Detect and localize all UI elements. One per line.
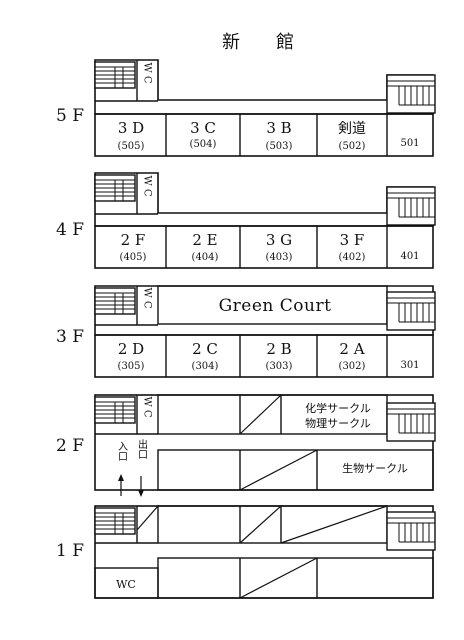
room-number: (403) [266,252,293,263]
exit-label: 出口 [136,438,147,459]
floor-label: 5 F [56,106,84,126]
room-name: 3 B [266,119,291,137]
floor-4f: 4 F W C 2 F (405) 2 E (404) 3 G (403) 3 … [56,172,436,269]
room-name: 3 C [190,119,216,137]
room-number: (503) [266,141,293,152]
floor-1f: 1 F WC [56,505,436,599]
room-number: (504) [190,139,217,150]
room-row [94,334,434,378]
room-row [94,225,434,269]
room-name: 3 D [118,119,144,137]
building-title: 新 館 [222,32,294,53]
floor-label: 3 F [56,327,84,347]
room-name: 2 A [339,340,364,358]
stairs-icon [386,511,436,551]
stairs-icon [94,287,136,315]
room-name: 2 B [266,340,291,358]
stairs-icon [94,396,136,424]
stairs-icon [386,291,436,331]
room-name: 3 G [266,231,292,249]
floor-3f: 3 F Green Court W C 2 D (305) 2 C (304) … [56,285,436,378]
room-name: 剣道 [338,121,366,137]
floor-label: 4 F [56,220,84,240]
room-number: (405) [120,252,147,263]
floor-5f: 5 F W C 3 D (505) 3 C (504) 3 B (503) 剣道… [56,59,436,157]
room-number: (505) [118,141,145,152]
wc-label: W C [142,396,153,417]
room-number: (304) [192,361,219,372]
circle-label: 化学サークル [305,401,371,415]
floor-2f: 2 F W C 化学サークル 物理サークル 生物サークル 入口 出口 [56,394,436,497]
circle-label: 生物サークル [342,461,408,475]
room-number: (302) [339,361,366,372]
room-row [94,113,434,157]
room-name: 2 D [118,340,144,358]
circle-label: 物理サークル [305,416,371,430]
wc-label: W C [142,62,153,83]
floor-label: 2 F [56,436,84,456]
room-name: 2 C [192,340,218,358]
floor-label: 1 F [56,541,84,561]
room-number: (502) [339,141,366,152]
room-number: 301 [400,360,419,371]
green-court-label: Green Court [219,296,332,316]
entrance-arrow-icon [118,474,124,496]
room-number: (404) [192,252,219,263]
stairs-icon [94,61,136,89]
room-name: 2 E [192,231,217,249]
wc-label: W C [142,287,153,308]
wc-label: W C [142,175,153,196]
room-number: (402) [339,252,366,263]
stairs-icon [94,174,136,202]
stairs-icon [386,186,436,226]
exit-arrow-icon [138,476,144,497]
room-name: 3 F [340,231,365,249]
room-number: (303) [266,361,293,372]
stairs-icon [386,74,436,114]
stairs-icon [94,507,136,535]
room-number: (305) [118,361,145,372]
stairs-icon [386,402,436,442]
room-number: 401 [400,251,419,262]
room-number: 501 [400,138,419,149]
wc-label: WC [116,578,136,591]
room-name: 2 F [121,231,146,249]
entrance-label: 入口 [116,441,128,461]
